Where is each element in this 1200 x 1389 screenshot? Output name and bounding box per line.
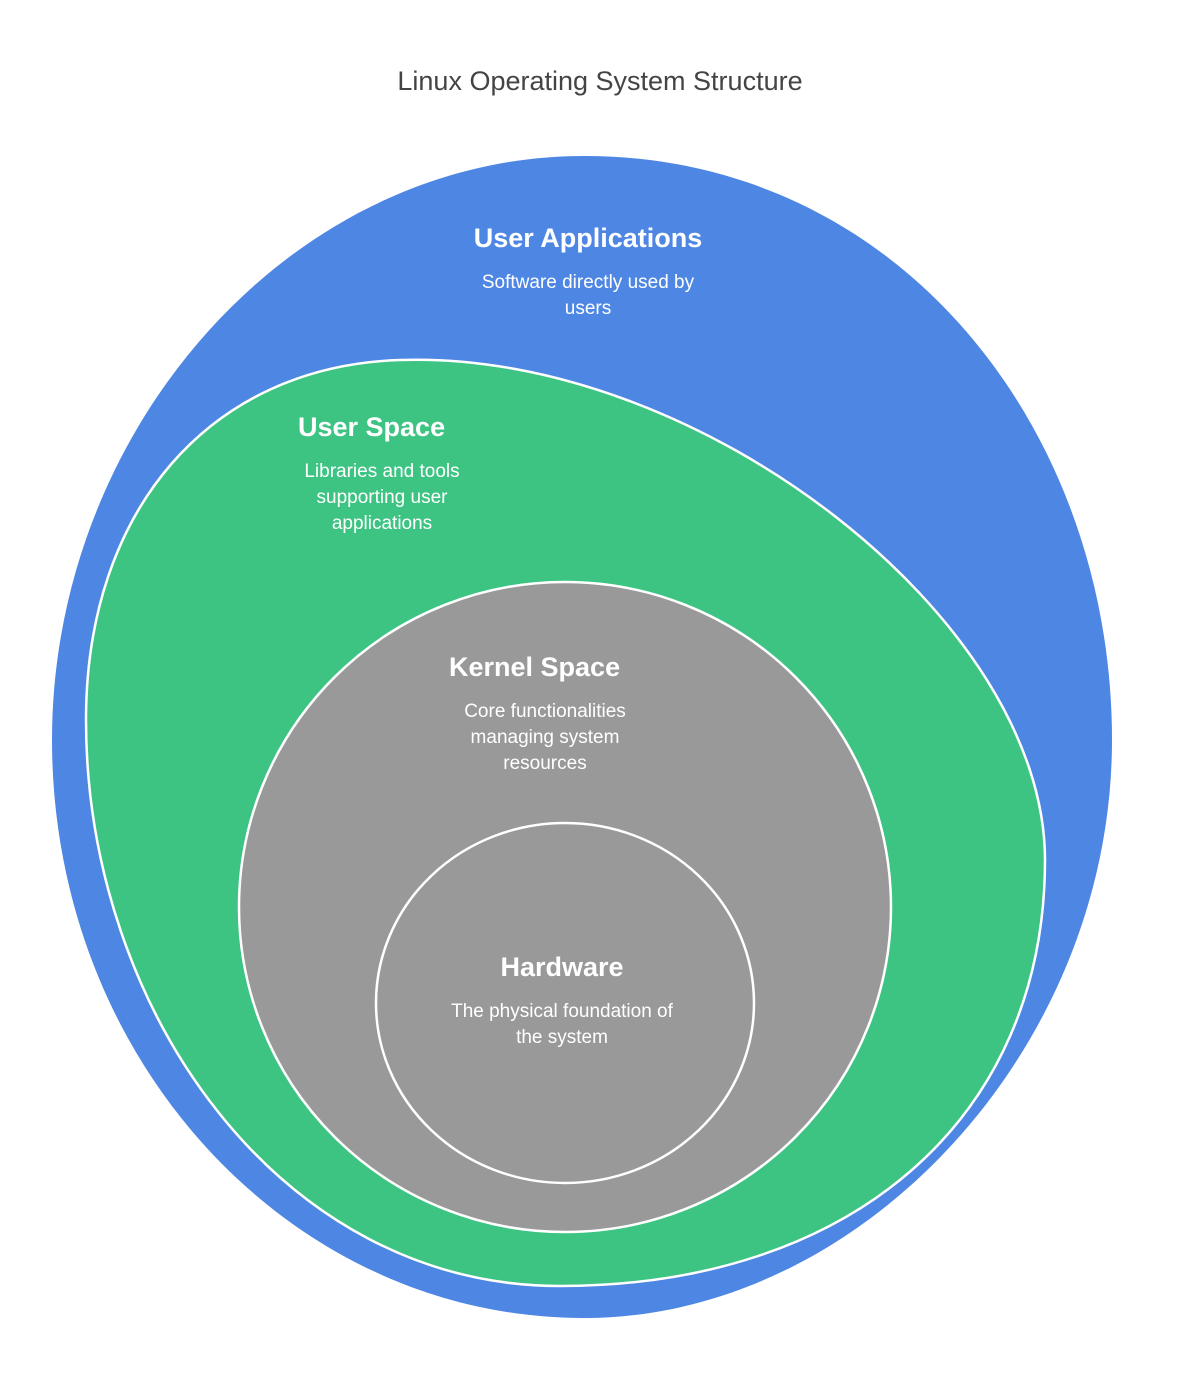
kernel-space-title: Kernel Space: [449, 652, 621, 682]
hardware-region: [374, 821, 756, 1185]
diagram-title: Linux Operating System Structure: [397, 66, 803, 96]
user-space-title: User Space: [298, 412, 446, 442]
user-space-label: User Space Libraries and tools supportin…: [262, 411, 502, 537]
user-space-description: Libraries and tools supporting user appl…: [304, 461, 460, 534]
user-applications-description: Software directly used by users: [481, 272, 695, 319]
kernel-space-label: Kernel Space Core functionalities managi…: [420, 651, 670, 777]
user-applications-label: User Applications Software directly used…: [448, 222, 728, 322]
user-applications-title: User Applications: [473, 223, 703, 253]
hardware-label: Hardware The physical foundation of the …: [432, 951, 692, 1051]
hardware-description: The physical foundation of the system: [451, 1001, 673, 1048]
kernel-space-description: Core functionalities managing system res…: [464, 701, 626, 774]
hardware-title: Hardware: [500, 952, 624, 982]
